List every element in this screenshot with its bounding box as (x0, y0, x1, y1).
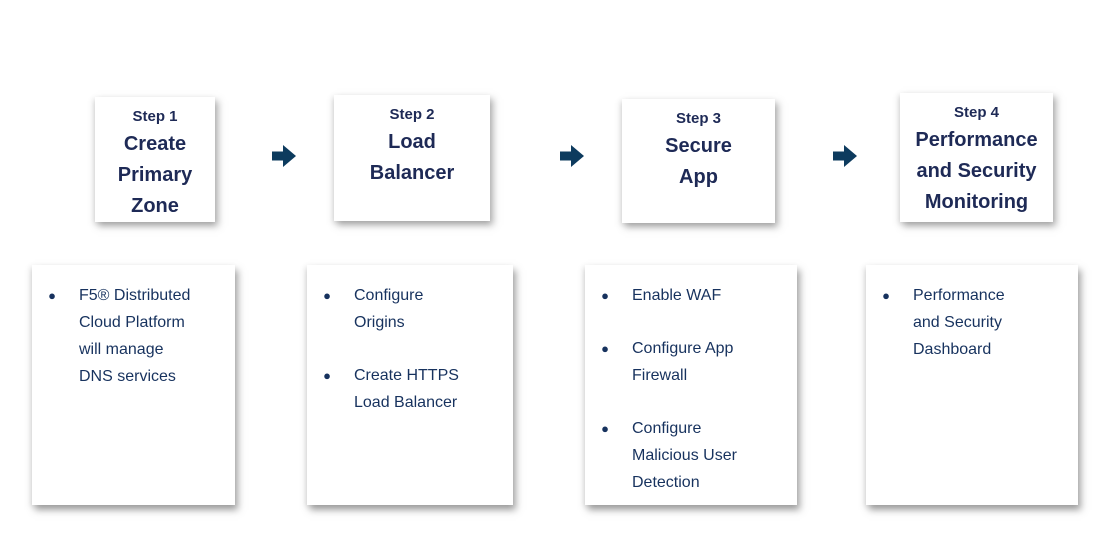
step-card-2: Step 2 Load Balancer (334, 95, 490, 221)
step-3-label: Step 3 (675, 110, 721, 127)
detail-card-4: ● Performance and Security Dashboard (866, 265, 1078, 505)
list-item: ● Create HTTPS Load Balancer (321, 362, 503, 416)
bullet-dot: ● (882, 288, 890, 303)
bullet-text: Create HTTPS Load Balancer (354, 367, 459, 411)
arrow-right-icon (272, 145, 296, 167)
bullet-text: F5® Distributed Cloud Platform will mana… (79, 287, 191, 385)
step-4-title: Performance and Security Monitoring (915, 129, 1038, 213)
detail-card-3: ● Enable WAF ● Configure App Firewall ● … (585, 265, 797, 505)
bullet-dot: ● (601, 341, 609, 356)
list-item: ● Configure Origins (321, 282, 503, 336)
arrow-right-icon (560, 145, 584, 167)
detail-card-1: ● F5® Distributed Cloud Platform will ma… (32, 265, 235, 505)
list-item: ● Configure Malicious User Detection (599, 415, 787, 496)
arrow-right-icon (833, 145, 857, 167)
bullet-text: Performance and Security Dashboard (913, 287, 1005, 358)
bullet-dot: ● (601, 421, 609, 436)
bullet-dot: ● (323, 288, 331, 303)
step-card-4: Step 4 Performance and Security Monitori… (900, 93, 1053, 222)
bullet-dot: ● (48, 288, 56, 303)
step-3-bullet-list: ● Enable WAF ● Configure App Firewall ● … (585, 265, 797, 496)
step-1-bullet-list: ● F5® Distributed Cloud Platform will ma… (32, 265, 235, 390)
step-2-title: Load Balancer (369, 131, 455, 184)
bullet-text: Configure App Firewall (632, 340, 734, 384)
bullet-text: Configure Malicious User Detection (632, 420, 737, 491)
detail-card-2: ● Configure Origins ● Create HTTPS Load … (307, 265, 513, 505)
step-1-label: Step 1 (132, 108, 178, 125)
step-2-label: Step 2 (389, 106, 435, 123)
list-item: ● Enable WAF (599, 282, 787, 309)
list-item: ● Configure App Firewall (599, 335, 787, 389)
bullet-text: Enable WAF (632, 287, 722, 304)
bullet-dot: ● (323, 368, 331, 383)
step-card-3: Step 3 Secure App (622, 99, 775, 223)
step-4-label: Step 4 (953, 104, 999, 121)
step-1-title: Create Primary Zone (117, 133, 193, 217)
step-3-title: Secure App (665, 135, 732, 188)
step-4-bullet-list: ● Performance and Security Dashboard (866, 265, 1078, 363)
bullet-text: Configure Origins (354, 287, 424, 331)
step-card-1: Step 1 Create Primary Zone (95, 97, 215, 222)
list-item: ● F5® Distributed Cloud Platform will ma… (46, 282, 225, 390)
step-2-bullet-list: ● Configure Origins ● Create HTTPS Load … (307, 265, 513, 416)
bullet-dot: ● (601, 288, 609, 303)
list-item: ● Performance and Security Dashboard (880, 282, 1068, 363)
